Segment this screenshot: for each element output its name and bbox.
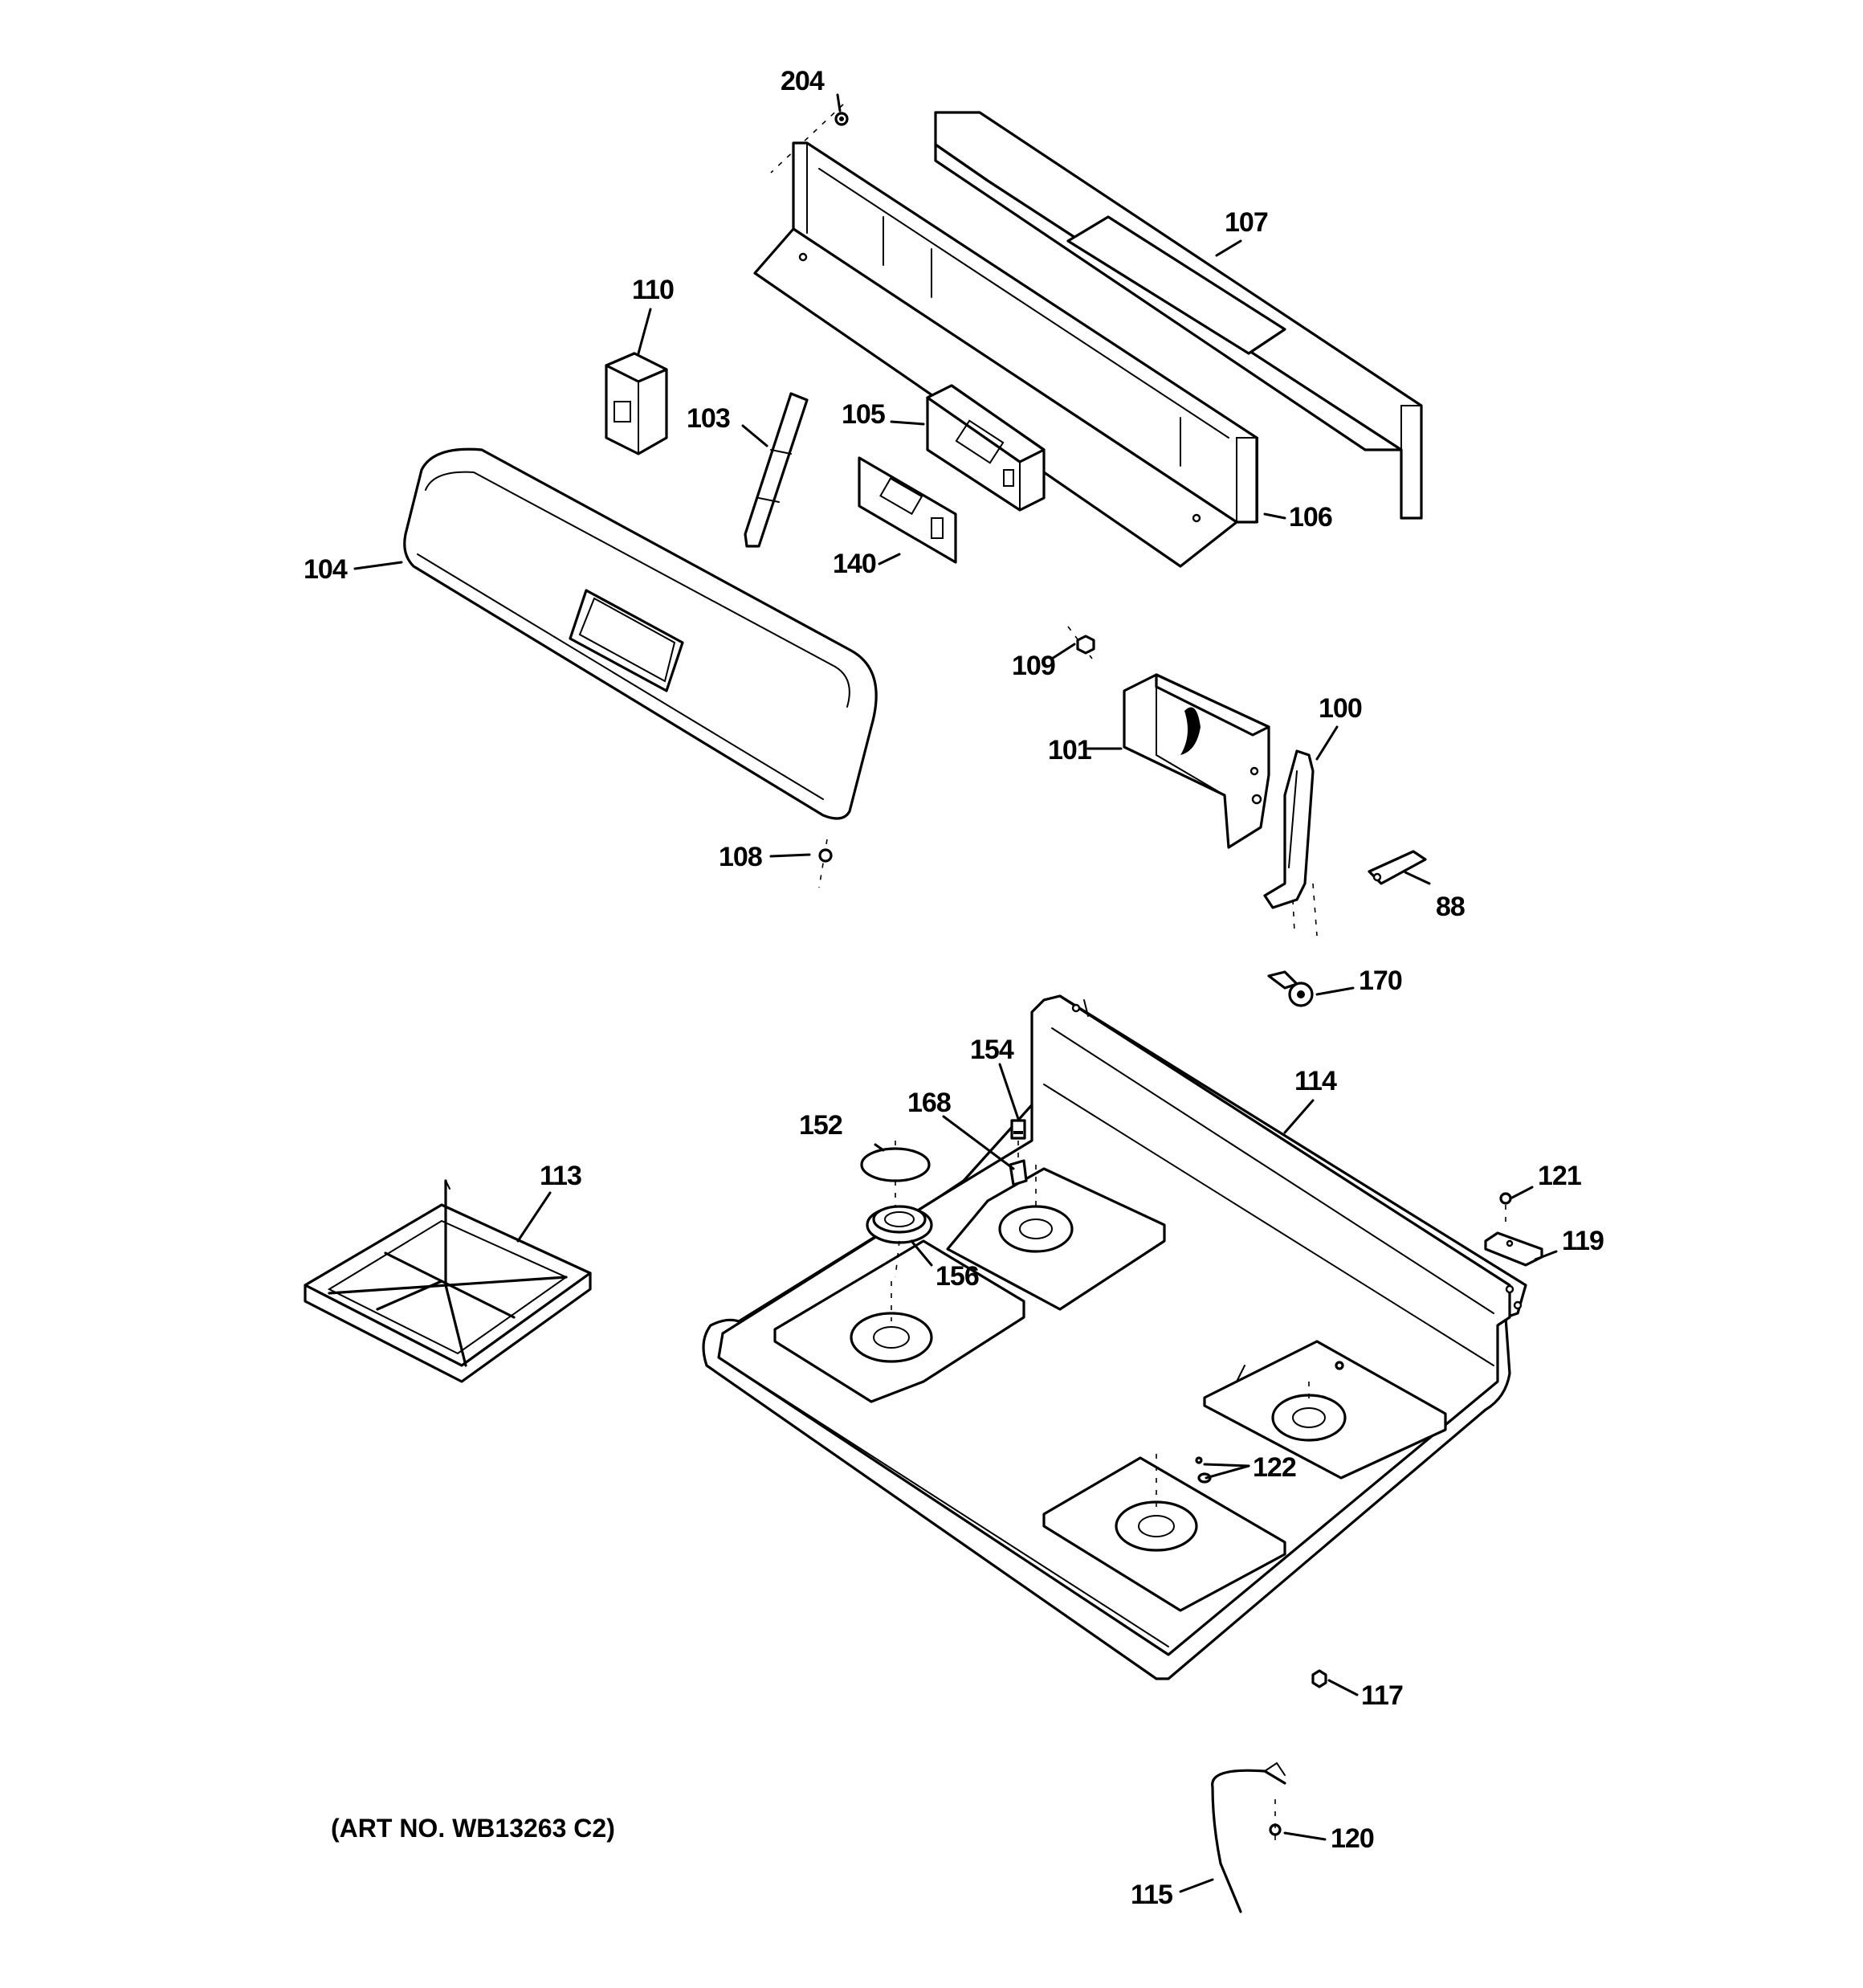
callout-168: 168 <box>907 1088 951 1118</box>
part-115-rod <box>1211 1761 1286 1913</box>
part-170-screw <box>1267 970 1314 1007</box>
part-88-clip <box>1368 850 1427 885</box>
callout-122: 122 <box>1253 1452 1296 1483</box>
callout-107: 107 <box>1225 207 1268 238</box>
part-120-screw <box>1269 1799 1282 1847</box>
callout-104: 104 <box>304 554 348 585</box>
callout-labels: 204 107 110 103 105 106 104 140 109 101 … <box>304 66 1604 1910</box>
part-109-nut <box>1067 626 1095 659</box>
part-121-screw <box>1499 1192 1512 1225</box>
callout-152: 152 <box>799 1110 842 1141</box>
callout-117: 117 <box>1361 1680 1403 1711</box>
part-104-control-panel <box>403 447 878 820</box>
part-110-relay <box>605 352 668 455</box>
part-154-orifice <box>1010 1119 1026 1140</box>
part-204-screw <box>770 104 849 173</box>
part-100-bracket <box>1263 749 1318 937</box>
callout-109: 109 <box>1012 651 1055 681</box>
part-113-grate <box>304 1179 592 1383</box>
part-122-screws <box>1195 1361 1344 1484</box>
part-114-cooktop <box>702 994 1527 1680</box>
callout-140: 140 <box>833 549 876 579</box>
callout-204: 204 <box>781 66 825 96</box>
part-105-clock-timer <box>926 384 1046 512</box>
part-101-bracket <box>1123 673 1270 849</box>
part-107-rear-cover <box>934 111 1423 520</box>
part-106-backsplash-panel <box>753 141 1258 568</box>
callout-113: 113 <box>540 1161 581 1191</box>
callout-119: 119 <box>1562 1226 1604 1256</box>
callout-88: 88 <box>1436 892 1465 922</box>
art-number-label: (ART NO. WB13263 C2) <box>331 1814 615 1843</box>
callout-101: 101 <box>1048 735 1091 765</box>
callout-170: 170 <box>1359 965 1402 996</box>
callout-156: 156 <box>936 1261 979 1292</box>
part-140-overlay <box>858 456 957 564</box>
callout-114: 114 <box>1294 1066 1337 1096</box>
callout-154: 154 <box>970 1035 1014 1065</box>
callout-120: 120 <box>1331 1823 1374 1854</box>
callout-115: 115 <box>1131 1880 1172 1910</box>
leader-lines <box>353 93 1558 1893</box>
callout-108: 108 <box>719 842 762 872</box>
part-103-bracket <box>744 392 809 548</box>
part-119-bracket <box>1484 1231 1543 1267</box>
part-156-burner-head <box>866 1205 933 1278</box>
part-108-screw <box>818 839 833 888</box>
callout-103: 103 <box>687 403 730 434</box>
callout-100: 100 <box>1319 693 1362 724</box>
part-168-spring-clip <box>1009 1141 1028 1186</box>
part-152-burner-cap <box>860 1141 931 1213</box>
part-117-nut <box>1311 1669 1327 1688</box>
callout-121: 121 <box>1538 1161 1581 1191</box>
callout-106: 106 <box>1289 502 1332 533</box>
callout-105: 105 <box>842 399 885 430</box>
callout-110: 110 <box>632 275 674 305</box>
